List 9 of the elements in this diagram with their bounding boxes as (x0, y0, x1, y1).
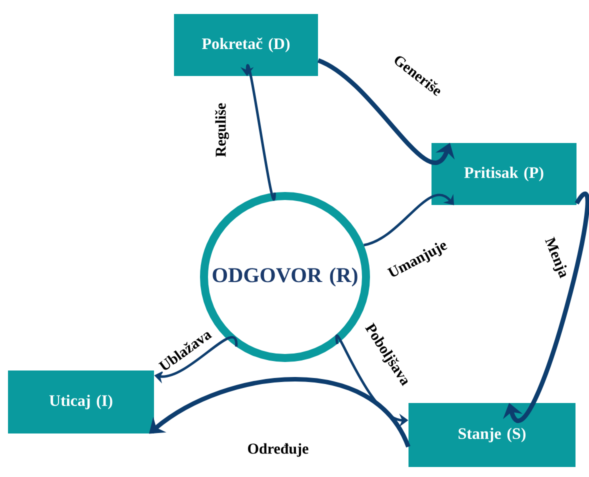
process-box: Pokretač (D) (174, 14, 318, 76)
arrow (149, 377, 410, 448)
edge-label: Određuje (246, 442, 310, 458)
arrow (502, 192, 589, 423)
edge-label: Reguliše (214, 102, 230, 158)
process-box: Uticaj (I) (8, 370, 154, 434)
process-box: Pritisak (P) (432, 143, 576, 205)
process-box: Stanje (S) (408, 403, 576, 467)
edge-label: Menja (540, 234, 572, 282)
